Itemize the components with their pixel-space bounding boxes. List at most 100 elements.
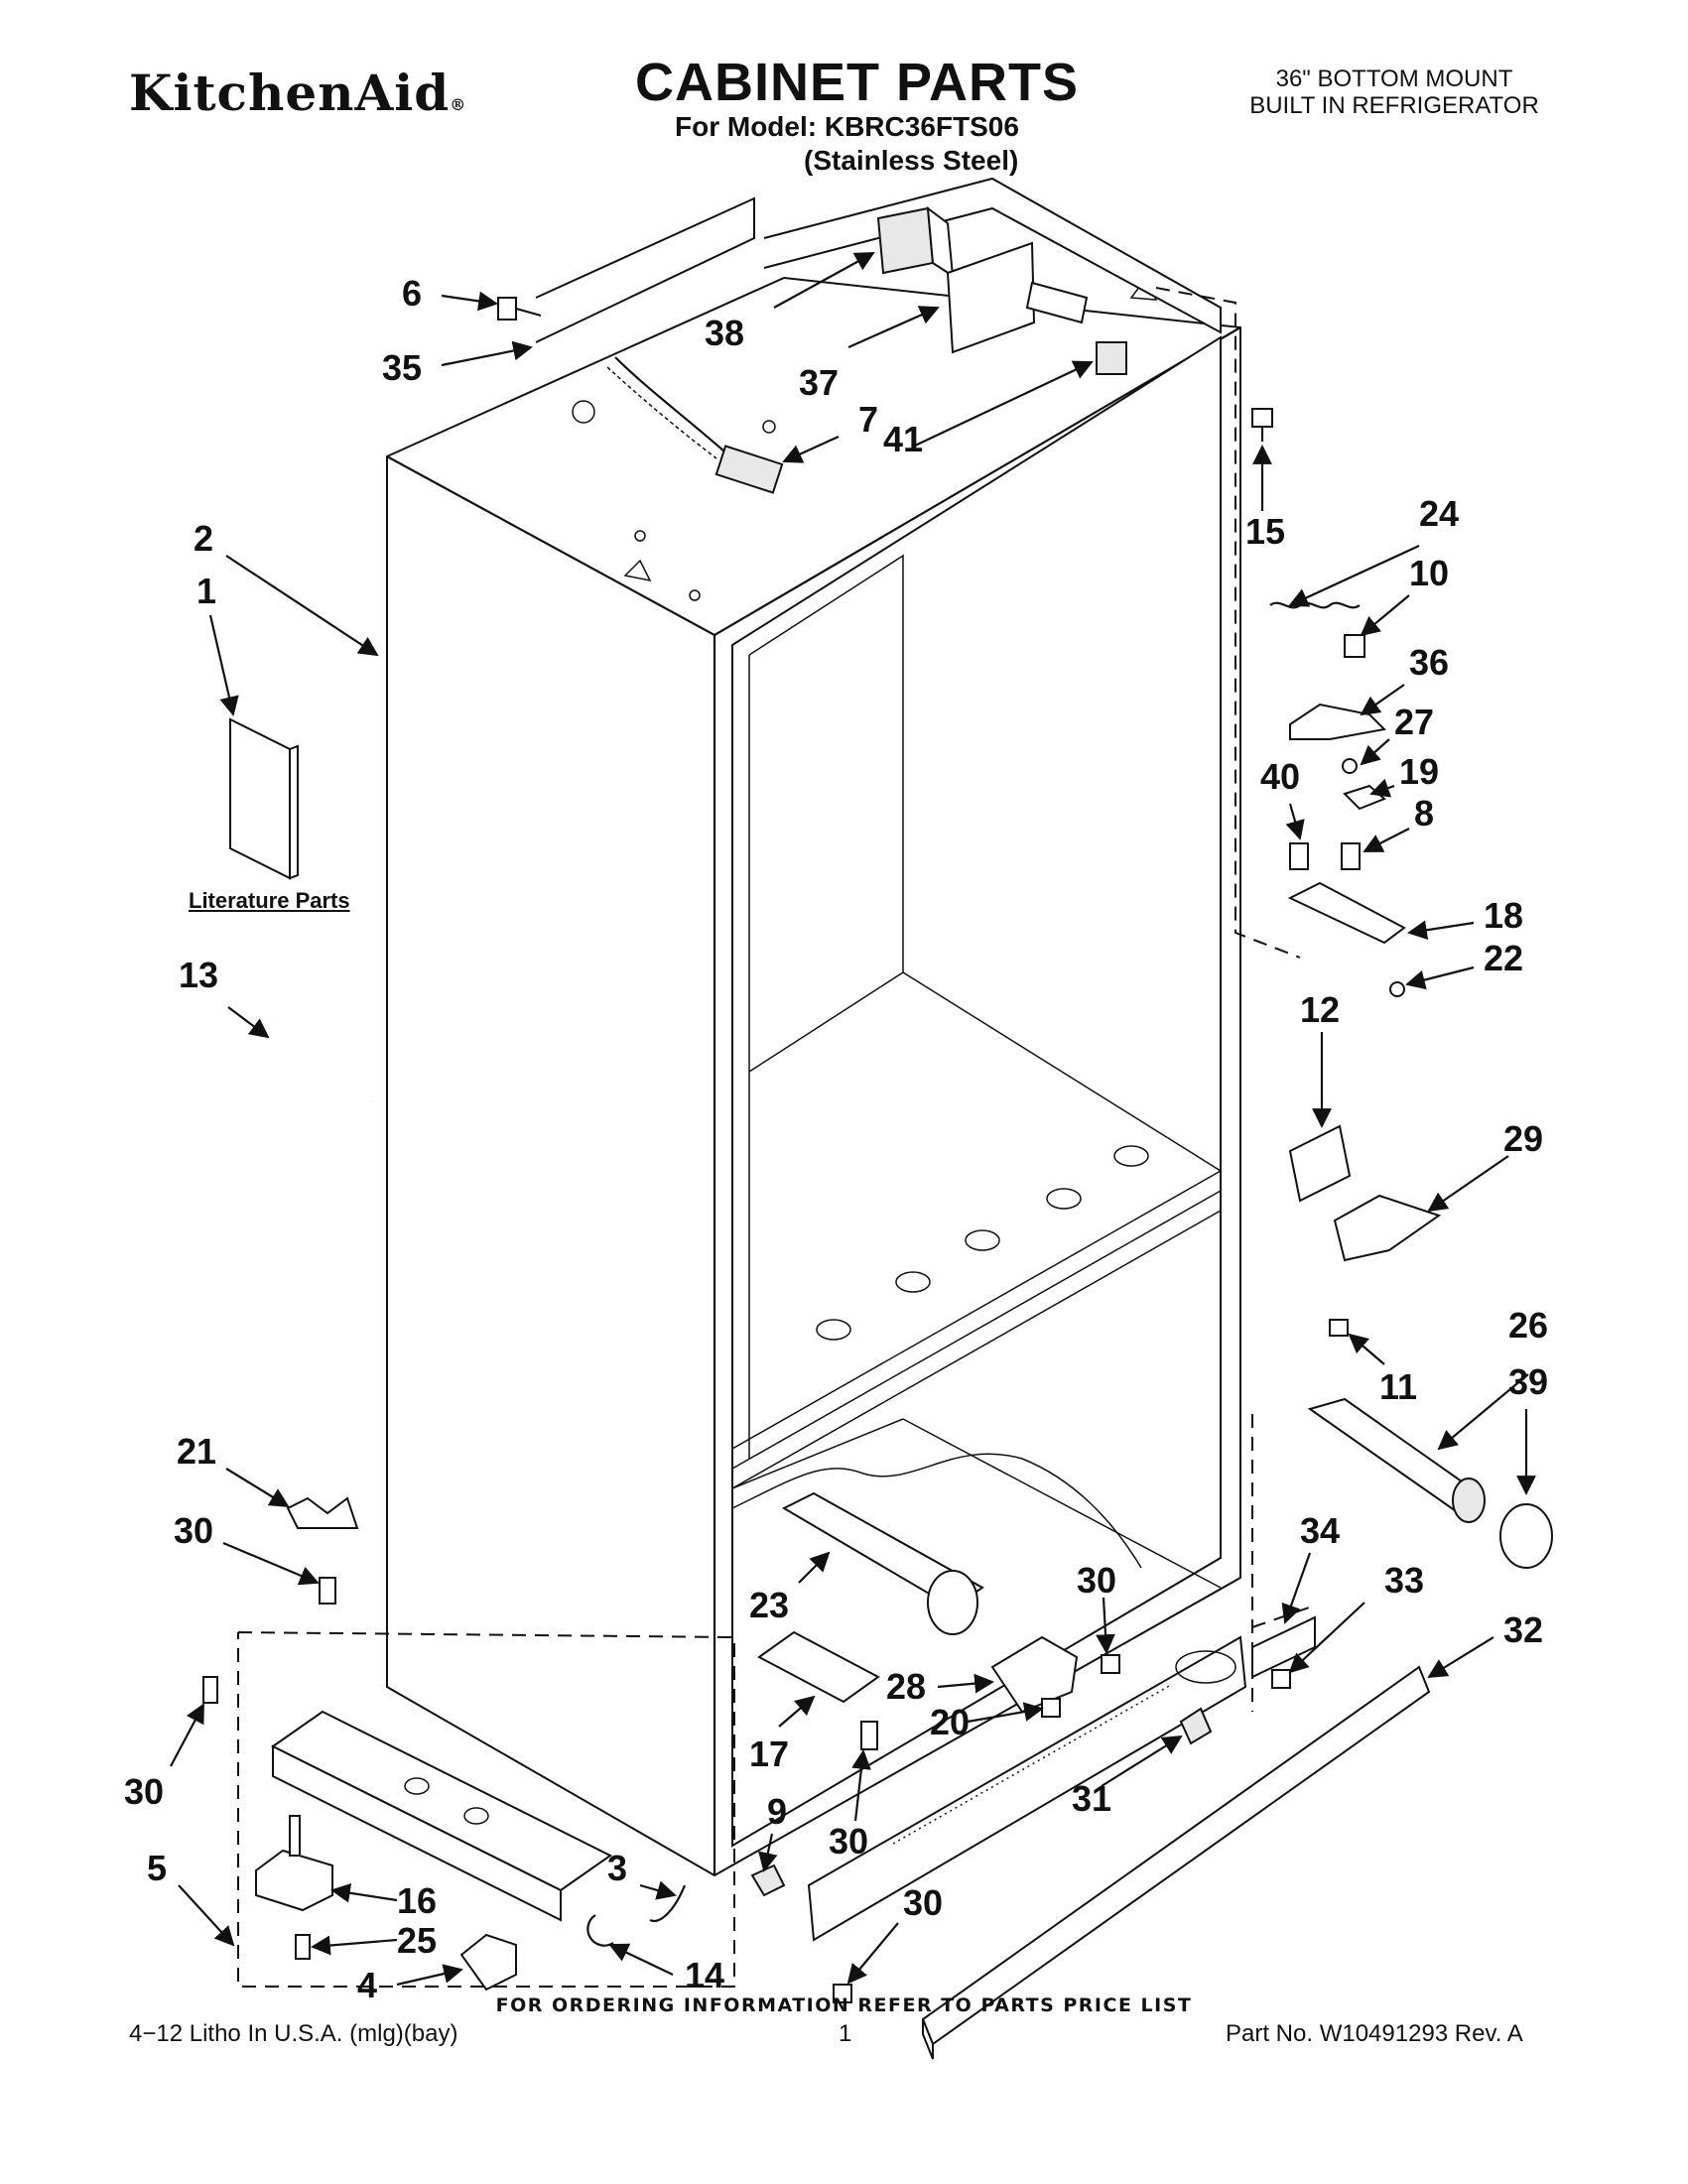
callout-30e: 30 (124, 1771, 164, 1812)
callout-40: 40 (1260, 756, 1300, 797)
literature-parts-label: Literature Parts (189, 888, 350, 913)
brand-name: KitchenAid (129, 64, 451, 122)
callout-8: 8 (1414, 793, 1434, 834)
callout-37: 37 (799, 362, 839, 403)
lower-hinge-plates (1288, 1124, 1442, 1262)
callout-34: 34 (1300, 1510, 1340, 1551)
upper-hinge-assembly (1269, 601, 1406, 997)
callout-25: 25 (397, 1920, 437, 1961)
leveler-16 (255, 1815, 333, 1912)
screw-11 (1329, 1319, 1349, 1337)
hinge-bounds (1155, 287, 1301, 959)
registered-mark: ® (450, 95, 467, 114)
hook-3 (649, 1884, 687, 1923)
callout-16: 16 (397, 1880, 437, 1921)
callout-10: 10 (1409, 553, 1449, 593)
callout-3: 3 (607, 1848, 627, 1888)
callout-5: 5 (147, 1848, 167, 1888)
screw-30-bottom (833, 1984, 852, 2003)
callout-15: 15 (1245, 511, 1285, 552)
model-finish: (Stainless Steel) (804, 145, 1019, 176)
callout-17: 17 (749, 1734, 789, 1774)
filter-cap-39 (1499, 1503, 1553, 1569)
callout-7: 7 (858, 399, 878, 440)
callout-33: 33 (1384, 1560, 1424, 1601)
clip-ring-14 (586, 1914, 614, 1947)
panel-34 (1251, 1615, 1316, 1679)
model-number: For Model: KBRC36FTS06 (675, 111, 1019, 142)
callout-20: 20 (930, 1702, 970, 1742)
callout-30a: 30 (174, 1510, 213, 1551)
clip-9 (750, 1863, 786, 1897)
drain-tube (274, 1021, 374, 1115)
screw-30-left (319, 1577, 336, 1605)
callout-18: 18 (1484, 895, 1523, 936)
callout-21: 21 (177, 1431, 216, 1472)
callout-4: 4 (357, 1965, 377, 2005)
screw-6 (497, 297, 542, 321)
brand-logo: KitchenAid® (129, 64, 466, 122)
callout-12: 12 (1300, 989, 1340, 1030)
callout-23: 23 (749, 1585, 789, 1625)
water-filter-housing (1307, 1397, 1486, 1523)
callout-27: 27 (1394, 702, 1434, 742)
bracket-28 (990, 1635, 1079, 1714)
part-number: Part No. W10491293 Rev. A (1226, 2020, 1523, 2047)
callout-39: 39 (1508, 1361, 1548, 1402)
clip-41 (1096, 341, 1127, 375)
callout-36: 36 (1409, 642, 1449, 683)
callout-30c: 30 (829, 1821, 868, 1862)
drain-pan-23 (781, 1491, 984, 1635)
litho-info: 4−12 Litho In U.S.A. (mlg)(bay) (129, 2020, 458, 2047)
toe-grille-32 (921, 1665, 1431, 2060)
wire-harness (606, 356, 784, 494)
description-line-1: 36" BOTTOM MOUNT (1275, 65, 1513, 92)
literature-pack (229, 717, 299, 880)
screw-15 (1251, 408, 1273, 442)
callout-32: 32 (1503, 1609, 1543, 1650)
product-description: 36" BOTTOM MOUNT BUILT IN REFRIGERATOR (1231, 65, 1558, 119)
callout-1: 1 (196, 571, 216, 611)
callout-30d: 30 (903, 1882, 943, 1923)
callout-2: 2 (194, 518, 213, 559)
callout-38: 38 (705, 313, 744, 353)
callout-35: 35 (382, 347, 422, 388)
screw-30-right (1101, 1654, 1120, 1674)
cabinet-body (386, 177, 1241, 1877)
ordering-note: FOR ORDERING INFORMATION REFER TO PARTS … (495, 1994, 1193, 2016)
base-rail-assembly (271, 1710, 612, 1922)
callout-24: 24 (1419, 493, 1459, 534)
callout-13: 13 (179, 955, 218, 995)
screw-20 (1041, 1698, 1061, 1718)
callout-22: 22 (1484, 938, 1523, 978)
tray-17 (757, 1630, 880, 1704)
bracket-38 (876, 205, 955, 278)
screw-25 (295, 1934, 311, 1960)
page-number: 1 (839, 2020, 852, 2047)
callout-28: 28 (886, 1666, 926, 1707)
leader-lines (170, 252, 1536, 1987)
callout-26: 26 (1508, 1305, 1548, 1346)
callout-41: 41 (883, 419, 923, 459)
description-line-2: BUILT IN REFRIGERATOR (1249, 92, 1539, 119)
callout-29: 29 (1503, 1118, 1543, 1159)
screw-30-mid (860, 1721, 878, 1750)
bracket-21 (286, 1496, 359, 1529)
callout-11: 11 (1379, 1366, 1417, 1407)
roller-4 (459, 1933, 517, 1991)
control-bracket-37 (946, 241, 1089, 354)
grille-kickplate (807, 1635, 1247, 1942)
callout-30b: 30 (1077, 1560, 1116, 1601)
page-title: CABINET PARTS (635, 53, 1080, 112)
callout-9: 9 (767, 1791, 787, 1832)
callout-numbers: 6 35 38 37 7 41 15 2 1 24 10 36 27 19 40… (124, 273, 1548, 2005)
clip-31 (1179, 1707, 1213, 1745)
callout-31: 31 (1072, 1778, 1111, 1819)
callout-6: 6 (402, 273, 422, 314)
screw-30-base (202, 1676, 218, 1704)
base-rail-bounds (237, 1631, 735, 1988)
callout-14: 14 (685, 1955, 724, 1995)
screw-33 (1271, 1669, 1291, 1689)
callout-19: 19 (1399, 751, 1439, 792)
